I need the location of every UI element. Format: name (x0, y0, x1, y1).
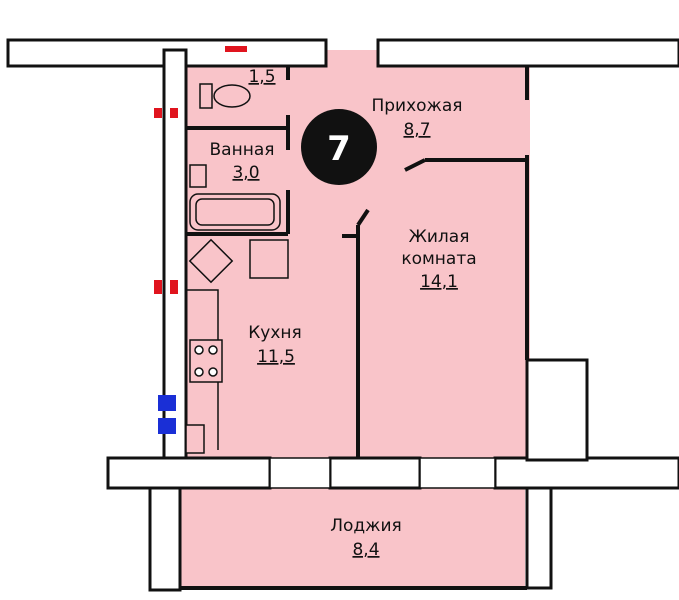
bottom-wall-right (493, 456, 679, 490)
walls (6, 38, 679, 592)
utility-markers (154, 46, 247, 434)
burner-icon (208, 367, 218, 377)
room-wc-area: 1,5 (248, 67, 275, 87)
toilet-icon (213, 84, 251, 108)
room-kitchen-area: 11,5 (257, 347, 295, 367)
partitions (180, 66, 529, 590)
apartment-number: 7 (327, 129, 351, 169)
room-bathroom-name: Ванная (210, 140, 275, 160)
room-loggia-area: 8,4 (352, 540, 379, 560)
red-marker-icon (154, 280, 162, 294)
burner-icon (208, 345, 218, 355)
room-kitchen-name: Кухня (248, 323, 302, 343)
living-window (419, 457, 496, 489)
fridge-icon (185, 424, 205, 454)
kitchen-counter (186, 289, 219, 450)
red-marker-icon (225, 46, 247, 52)
fixtures (185, 83, 496, 489)
living-top-wall (404, 158, 426, 172)
red-marker-icon (154, 108, 162, 118)
red-marker-icon (170, 108, 178, 118)
apartment-badge: 7 (301, 109, 377, 185)
toilet-tank-icon (199, 83, 213, 109)
kitchen-window (269, 457, 331, 489)
bathtub-inner-icon (195, 198, 275, 226)
room-bathroom-area: 3,0 (232, 163, 259, 183)
room-living-area: 14,1 (420, 272, 458, 292)
apartment-badge-circle (301, 109, 377, 185)
blue-marker-icon (158, 395, 176, 411)
loggia-fill (180, 488, 525, 588)
living-left-angle (356, 208, 370, 227)
stove-icon (189, 339, 223, 383)
burner-icon (194, 367, 204, 377)
room-hallway-name: Прихожая (371, 96, 462, 116)
room-hallway-area: 8,7 (403, 120, 430, 140)
kitchen-cabinet (249, 239, 289, 279)
burner-icon (194, 345, 204, 355)
right-loggia-column (525, 486, 553, 590)
red-marker-icon (170, 280, 178, 294)
blue-marker-icon (158, 418, 176, 434)
top-wall-right (376, 38, 679, 68)
room-living-name-2: комната (401, 249, 476, 269)
bottom-wall-middle (328, 456, 422, 490)
right-column (525, 358, 589, 462)
room-labels: 1,5 Прихожая 8,7 Ванная 3,0 Жилая комнат… (210, 67, 477, 560)
room-loggia-name: Лоджия (330, 516, 402, 536)
bottom-wall-left (106, 456, 272, 490)
bath-sink-icon (189, 164, 207, 188)
kitchen-sink-icon (188, 238, 234, 284)
room-living-name: Жилая (409, 227, 470, 247)
